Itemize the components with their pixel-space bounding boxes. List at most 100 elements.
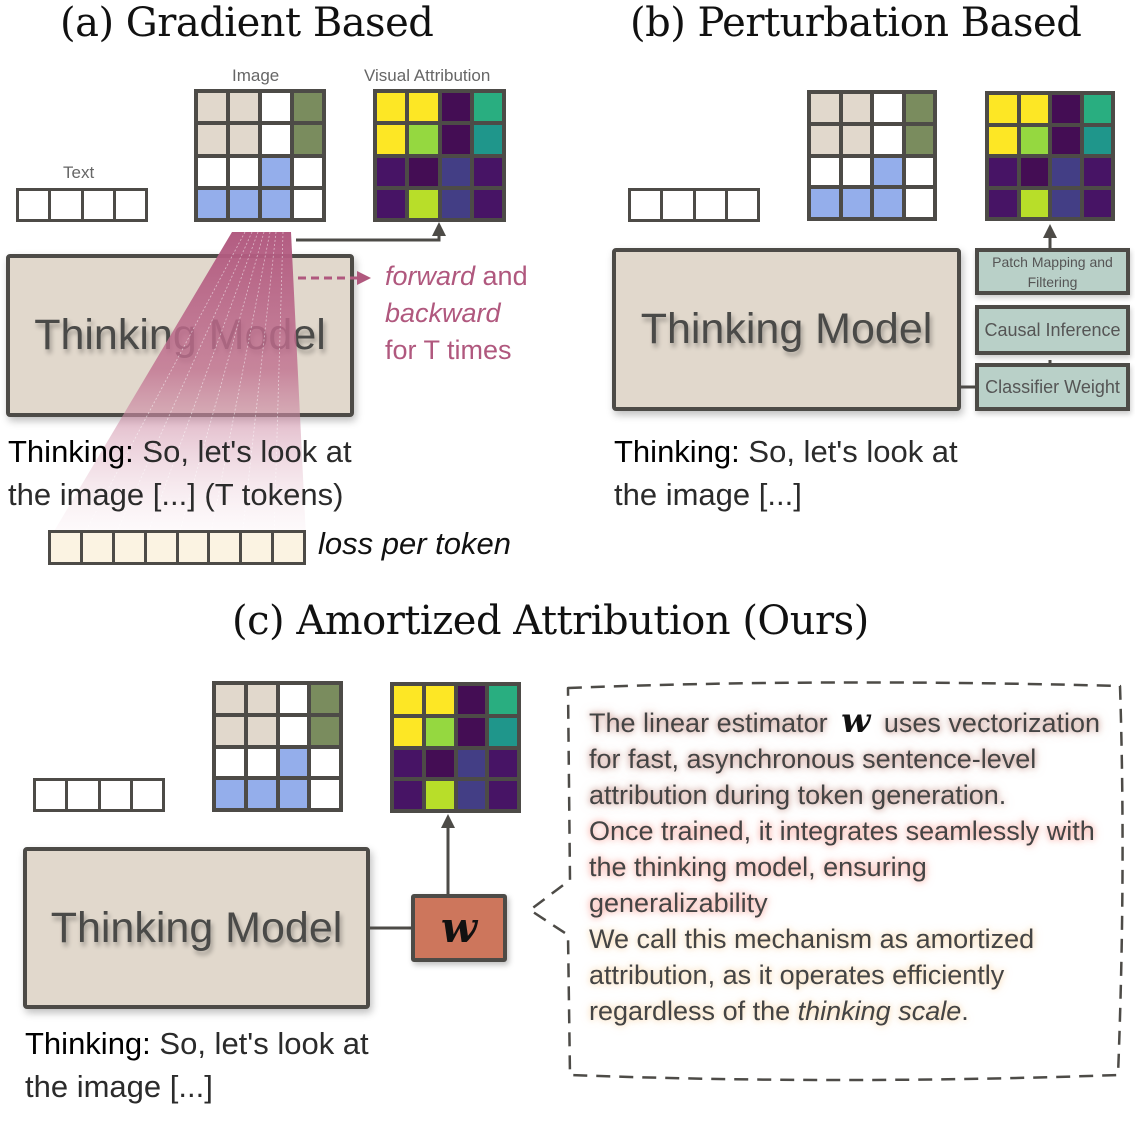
- text-token-row: [16, 188, 148, 222]
- image-patch: [874, 94, 902, 122]
- image-patch: [247, 716, 276, 745]
- attribution-cell: [425, 749, 454, 778]
- image-patch: [247, 780, 276, 808]
- thinking-line1: So, let's look at: [150, 1026, 369, 1061]
- attribution-cell: [394, 686, 422, 714]
- attribution-cell: [425, 781, 454, 809]
- image-patch-grid: [212, 681, 343, 812]
- for-t-times-text: for T times: [385, 335, 512, 365]
- image-patch: [279, 748, 308, 777]
- callout-p3-after: .: [961, 996, 969, 1026]
- and-text: and: [475, 261, 528, 291]
- thinking-prefix: Thinking:: [614, 434, 740, 469]
- attribution-cell: [473, 157, 502, 186]
- estimator-symbol-inline: w: [841, 701, 871, 741]
- loss-token-cell: [114, 533, 144, 562]
- attribution-cell: [457, 717, 486, 746]
- image-patch: [294, 125, 322, 154]
- image-patch: [230, 157, 258, 186]
- attribution-cell: [1020, 158, 1048, 186]
- text-token-row: [33, 778, 165, 812]
- attribution-cell: [425, 686, 454, 714]
- image-patch: [262, 157, 290, 186]
- step-patch-mapping: Patch Mapping and Filtering: [975, 248, 1130, 295]
- attribution-cell: [441, 189, 470, 218]
- image-patch-grid: [194, 89, 326, 222]
- attribution-cell: [1052, 126, 1080, 154]
- thinking-scale-text: thinking scale: [797, 996, 962, 1026]
- thinking-text-b: Thinking: So, let's look at the image [.…: [614, 430, 1034, 516]
- loss-token-cell: [82, 533, 112, 562]
- image-patch: [842, 189, 870, 217]
- panel-b-title: (b) Perturbation Based: [630, 0, 1082, 46]
- image-patch: [216, 780, 244, 808]
- attribution-cell: [1083, 158, 1111, 186]
- thinking-line2: the image [...]: [25, 1069, 213, 1104]
- attribution-cell: [1083, 189, 1111, 217]
- loss-per-token-label: loss per token: [318, 526, 511, 561]
- attribution-cell: [394, 781, 422, 809]
- panel-c-title: (c) Amortized Attribution (Ours): [232, 598, 869, 644]
- callout-bubble-outline: [528, 681, 1124, 1082]
- panel-a-title: (a) Gradient Based: [60, 0, 434, 46]
- image-patch: [811, 94, 839, 122]
- attribution-cell: [989, 189, 1017, 217]
- image-patch: [905, 157, 933, 186]
- attribution-cell: [1020, 95, 1048, 123]
- loss-per-token-row: [48, 530, 306, 565]
- gradient-fan-overlay: [50, 222, 446, 539]
- attribution-cell: [1020, 126, 1048, 154]
- attribution-heatmap: [390, 682, 521, 813]
- attribution-cell: [377, 157, 406, 186]
- attribution-label: Visual Attribution: [364, 66, 491, 85]
- estimator-symbol: w: [440, 903, 478, 952]
- thinking-text-a: Thinking: So, let's look at the image [.…: [8, 430, 428, 516]
- attribution-cell: [1052, 158, 1080, 186]
- linear-estimator-box: w: [411, 894, 507, 962]
- thinking-text-c: Thinking: So, let's look at the image [.…: [25, 1022, 445, 1108]
- attribution-cell: [1052, 189, 1080, 217]
- attribution-cell: [489, 781, 517, 809]
- attribution-cell: [409, 125, 438, 154]
- image-patch: [874, 157, 902, 186]
- callout-paragraph-3: We call this mechanism as amortized attr…: [589, 921, 1109, 1029]
- attribution-cell: [1020, 189, 1048, 217]
- image-patch: [811, 189, 839, 217]
- backward-text: backward: [385, 298, 501, 328]
- image-patch: [262, 125, 290, 154]
- image-patch: [311, 780, 339, 808]
- text-token-row: [628, 188, 760, 222]
- step-classifier-weight: Classifier Weight: [975, 363, 1130, 411]
- image-patch: [905, 125, 933, 154]
- thinking-line1: So, let's look at: [739, 434, 958, 469]
- image-patch: [262, 93, 290, 122]
- image-patch: [230, 189, 258, 218]
- loss-token-cell: [51, 533, 80, 562]
- thinking-line2: the image [...] (T tokens): [8, 477, 344, 512]
- loss-token-cell: [242, 533, 272, 562]
- image-patch: [842, 157, 870, 186]
- attribution-cell: [377, 93, 406, 122]
- image-patch: [905, 189, 933, 217]
- image-patch: [874, 125, 902, 154]
- callout-p1-before: The linear estimator: [589, 708, 836, 738]
- text-label: Text: [63, 163, 95, 182]
- loss-token-cell: [178, 533, 208, 562]
- gradient-to-attribution-arrow: [296, 232, 441, 242]
- image-patch: [216, 685, 244, 713]
- attribution-cell: [473, 93, 502, 122]
- image-patch: [311, 685, 339, 713]
- thinking-model-box: Thinking Model: [23, 847, 370, 1009]
- image-patch: [247, 685, 276, 713]
- callout-p1-after: uses vectorization for fast, asynchronou…: [589, 708, 1100, 810]
- attribution-cell: [394, 749, 422, 778]
- image-patch: [262, 189, 290, 218]
- image-patch: [905, 94, 933, 122]
- image-patch: [842, 94, 870, 122]
- attribution-cell: [989, 126, 1017, 154]
- thinking-line2: the image [...]: [614, 477, 802, 512]
- thinking-prefix: Thinking:: [25, 1026, 151, 1061]
- attribution-cell: [409, 157, 438, 186]
- callout-paragraph-2: Once trained, it integrates seamlessly w…: [589, 816, 1095, 918]
- image-patch: [216, 716, 244, 745]
